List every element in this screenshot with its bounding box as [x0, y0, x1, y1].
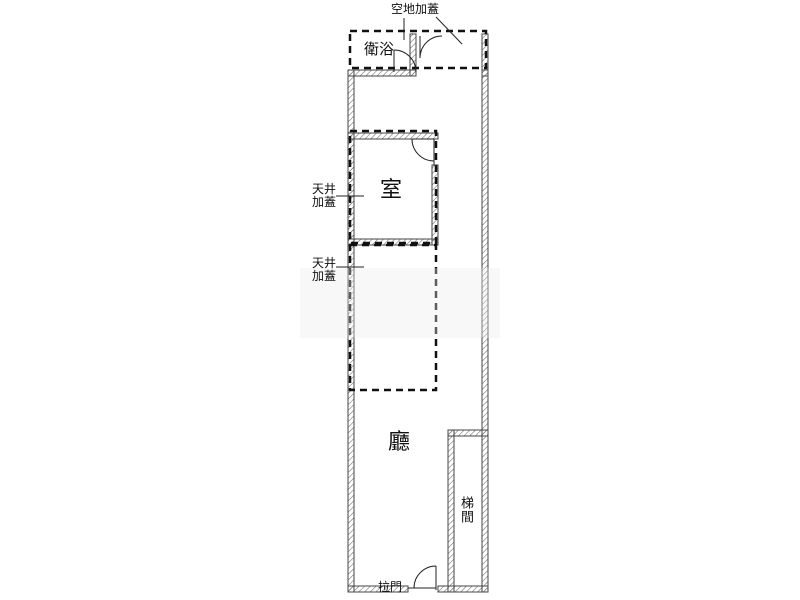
- leader-lines: [336, 16, 463, 268]
- label-skylight-cover-1: 天井 加蓋: [312, 182, 337, 210]
- label-bathroom: 衛浴: [364, 40, 395, 58]
- label-room: 室: [380, 178, 403, 203]
- label-stairwell: 梯間: [458, 496, 473, 524]
- door-room: [411, 138, 435, 165]
- stairwell-walls: [447, 429, 489, 593]
- label-skylight-cover-2: 天井 加蓋: [312, 256, 337, 284]
- door-bathroom: [393, 35, 443, 73]
- label-open-space-cover: 空地加蓋: [391, 2, 440, 16]
- dashed-outlines: [348, 29, 488, 392]
- label-sliding-door: 拉門: [378, 580, 403, 594]
- label-living-room: 廳: [388, 430, 411, 455]
- door-entrance: [408, 565, 437, 590]
